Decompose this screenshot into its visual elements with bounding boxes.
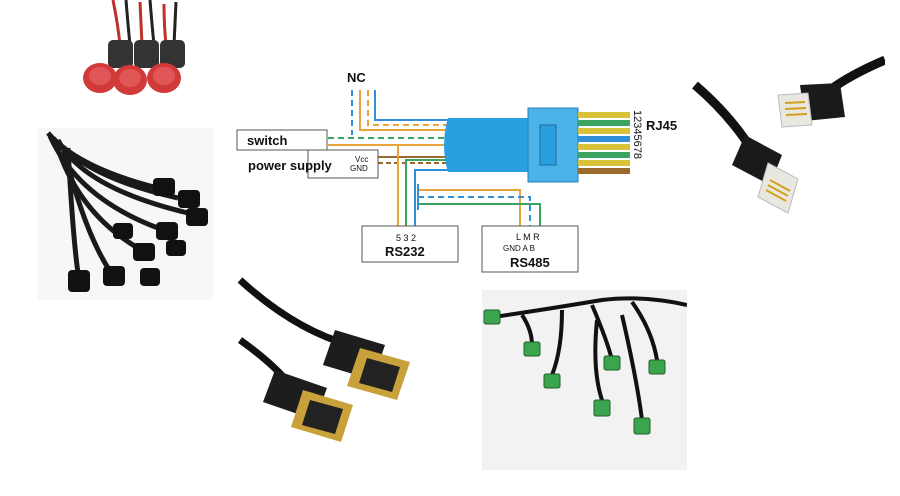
db9-serial-cables-photo [235, 270, 435, 445]
rj45-connector-photo [690, 55, 885, 225]
pin-numbers-label: 12345678 [631, 110, 643, 159]
rj45-label: RJ45 [646, 118, 677, 133]
power-supply-label: power supply [248, 158, 333, 173]
red-push-buttons-photo [78, 0, 198, 102]
rs485-label: RS485 [510, 255, 550, 270]
vcc-label: Vcc [355, 155, 368, 164]
terminal-block-harness-photo [482, 290, 687, 470]
gnd-label: GND [350, 164, 368, 173]
rs232-pins-label: 5 3 2 [396, 233, 416, 243]
dc-power-splitter-photo [38, 128, 213, 300]
rs485-pins-label: L M R [516, 232, 540, 242]
rs232-label: RS232 [385, 244, 425, 259]
nc-label: NC [347, 70, 366, 85]
switch-label: switch [247, 133, 288, 148]
rs485-sub-label: GND A B [503, 244, 535, 253]
